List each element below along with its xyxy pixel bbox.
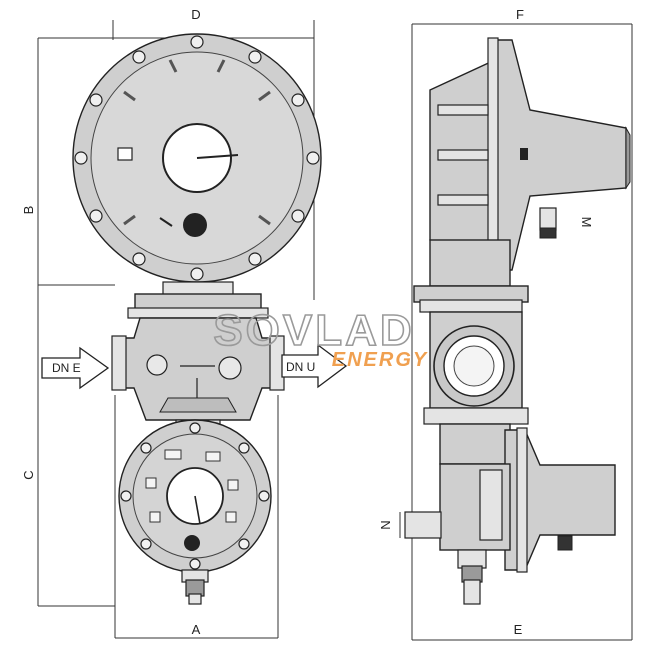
watermark-brand: SOVLAD (213, 306, 414, 355)
dimension-a-label: A (192, 622, 201, 637)
side-view (399, 23, 633, 641)
dimension-f-label: F (516, 7, 524, 22)
dimension-e-label: E (514, 622, 523, 637)
connection-m-label: M (579, 217, 594, 228)
upper-housing-bolts (74, 35, 320, 281)
inlet-arrow (41, 346, 110, 390)
outlet-label: DN U (286, 360, 315, 374)
vent-plug (183, 213, 207, 237)
dimension-d-label: D (191, 7, 200, 22)
front-view (37, 20, 348, 639)
inlet-label: DN E (52, 361, 81, 375)
lower-housing-bolts (120, 422, 270, 570)
dimension-b-label: B (21, 206, 36, 215)
side-lower-housing (504, 429, 616, 571)
dimension-c-label: C (21, 470, 36, 479)
side-upper-housing (494, 39, 627, 271)
outlet-arrow (281, 343, 348, 389)
connection-n-label: N (378, 520, 393, 529)
watermark-sub: ENERGY (332, 349, 428, 371)
